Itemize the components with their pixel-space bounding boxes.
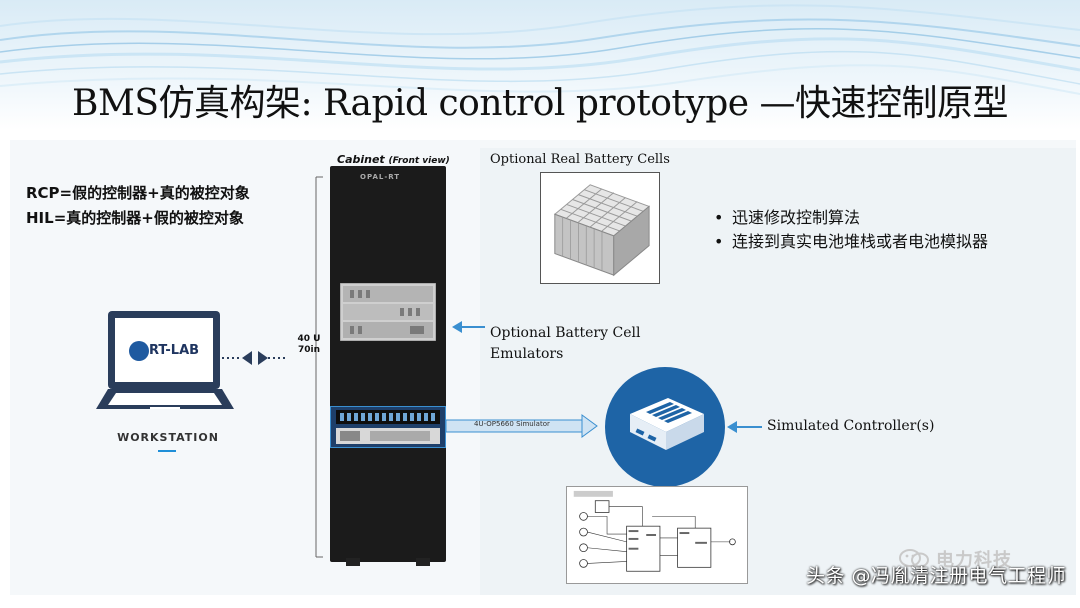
brand-watermark: 电力科技 [896, 544, 1070, 572]
brand-watermark-text: 电力科技 [936, 550, 1012, 571]
workstation-label: WORKSTATION [117, 431, 219, 444]
slide-title: BMS仿真构架: Rapid control prototype —快速控制原型 [72, 83, 1009, 124]
hil-definition: HIL=真的控制器+假的被控对象 [26, 209, 244, 227]
rcp-definition: RCP=假的控制器+真的被控对象 [26, 184, 250, 202]
bullet-dot: • [714, 232, 724, 251]
opal-rt-logo: OPAL-RT [340, 172, 424, 186]
emulators-label-line2: Emulators [490, 346, 564, 362]
laptop-base-icon [96, 389, 234, 409]
bullet-dot: • [714, 208, 724, 227]
simulator-arrow-icon [446, 414, 598, 438]
op5660-simulator-unit [330, 406, 446, 448]
bullet-text: 迅速修改控制算法 [732, 208, 861, 227]
rack-height-units: 40 U [297, 334, 321, 344]
simulink-model-image [566, 486, 748, 584]
battery-cells-label: Optional Real Battery Cells [490, 152, 670, 167]
workstation-underline [158, 450, 176, 452]
rack-height-bracket [315, 176, 323, 558]
banner-background [0, 0, 1080, 130]
left-arrow-icon [452, 321, 485, 333]
author-watermark: 头条 @冯胤清注册电气工程师 [805, 565, 1066, 587]
connection-arrow-icon [222, 351, 288, 365]
simulator-label: 4U-OP5660 Simulator [474, 420, 550, 428]
left-arrow-icon [727, 421, 762, 433]
rt-lab-logo: RT-LAB [129, 341, 209, 361]
wechat-logo-icon [899, 549, 929, 568]
cabinet-label-main: Cabinet [337, 153, 385, 166]
workstation-monitor: RT-LAB [108, 311, 220, 389]
battery-emulator-unit [340, 283, 436, 341]
rack-height-label: 40 U 70in [296, 334, 322, 356]
cabinet-label-sub: (Front view) [388, 156, 450, 166]
globe-icon [129, 341, 149, 361]
opal-rt-logo-text: OPAL-RT [360, 173, 401, 181]
rack-height-inches: 70in [297, 345, 321, 355]
bullet-item: • 迅速修改控制算法 [712, 207, 1002, 229]
controller-label: Simulated Controller(s) [767, 418, 935, 434]
rt-lab-logo-text: RT-LAB [149, 343, 200, 358]
controller-box-icon [630, 398, 704, 450]
monitor-screen: RT-LAB [115, 318, 213, 382]
feature-bullets: • 迅速修改控制算法 • 连接到真实电池堆栈或者电池模拟器 [712, 207, 1002, 255]
rack-cabinet: OPAL-RT [330, 166, 446, 562]
battery-cells-image [540, 172, 660, 284]
bullet-text: 连接到真实电池堆栈或者电池模拟器 [732, 232, 989, 251]
cabinet-feet [346, 558, 430, 566]
emulators-label-line1: Optional Battery Cell [490, 325, 641, 341]
emulators-label: Optional Battery Cell Emulators [490, 323, 640, 365]
cabinet-label: Cabinet (Front view) [337, 153, 450, 166]
bullet-item: • 连接到真实电池堆栈或者电池模拟器 [712, 231, 1002, 253]
